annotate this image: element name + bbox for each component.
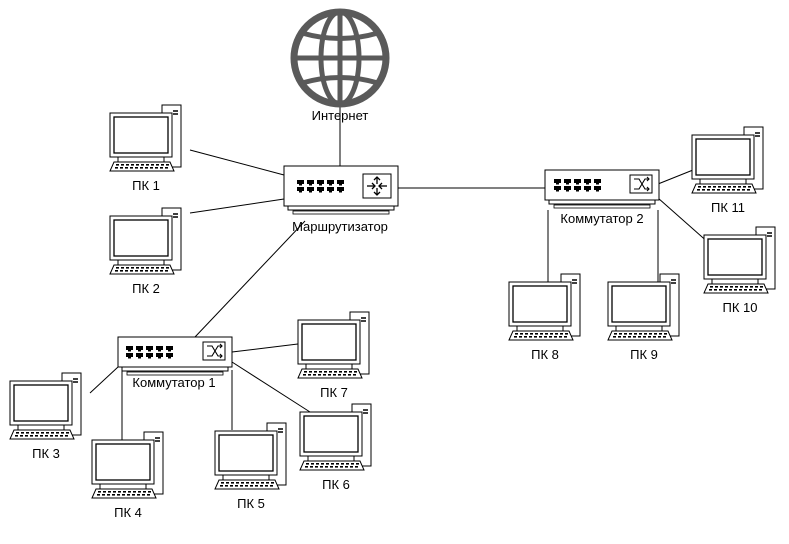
pc-label: ПК 1 — [132, 178, 160, 193]
router-node: Маршрутизатор — [283, 165, 399, 234]
computer-icon — [109, 104, 182, 172]
link-pc2-router — [189, 198, 285, 214]
computers: ПК 1 ПК 2 ПК 3 ПК 4 ПК 5 ПК 6 ПК 7 ПК 8 ПК 9 ПК 1… — [9, 104, 776, 520]
pc-label: ПК 4 — [114, 505, 142, 520]
computer-icon — [214, 422, 287, 490]
pc-label: ПК 7 — [320, 385, 348, 400]
globe-icon — [290, 8, 390, 108]
internet-label: Интернет — [312, 108, 369, 123]
link-switch1-pc6 — [231, 361, 311, 413]
switch-label: Коммутатор 1 — [132, 375, 215, 390]
computer-icon — [607, 273, 680, 341]
pc-label: ПК 2 — [132, 281, 160, 296]
router-label: Маршрутизатор — [292, 219, 388, 234]
computer-icon — [703, 226, 776, 294]
link-pc1-router — [189, 149, 285, 176]
pc-label: ПК 5 — [237, 496, 265, 511]
switch-label: Коммутатор 2 — [560, 211, 643, 226]
ports-icon — [297, 180, 344, 193]
link-switch1-pc7 — [231, 342, 307, 353]
internet-node: Интернет — [290, 8, 390, 123]
pc-label: ПК 3 — [32, 446, 60, 461]
pc-label: ПК 10 — [723, 300, 758, 315]
link-switch1-pc3 — [89, 366, 119, 394]
link-router-switch1 — [194, 220, 306, 338]
connection-lines — [89, 105, 711, 441]
computer-icon — [9, 372, 82, 440]
switch-icon — [117, 336, 233, 376]
switch-2-node: Коммутатор 2 — [544, 169, 660, 226]
ports-icon — [554, 179, 601, 192]
pc-label: ПК 9 — [630, 347, 658, 362]
pc-label: ПК 6 — [322, 477, 350, 492]
computer-icon — [691, 126, 764, 194]
computer-icon — [109, 207, 182, 275]
computer-icon — [91, 431, 164, 499]
pc-label: ПК 8 — [531, 347, 559, 362]
switch-1-node: Коммутатор 1 — [117, 336, 233, 390]
router-icon — [283, 165, 399, 215]
computer-icon — [297, 311, 370, 379]
link-switch2-pc11 — [657, 167, 699, 185]
switch-icon — [544, 169, 660, 209]
computer-icon — [508, 273, 581, 341]
ports-icon — [126, 346, 173, 359]
computer-icon — [299, 403, 372, 471]
pc-label: ПК 11 — [711, 200, 745, 215]
link-switch2-pc10 — [657, 197, 711, 245]
